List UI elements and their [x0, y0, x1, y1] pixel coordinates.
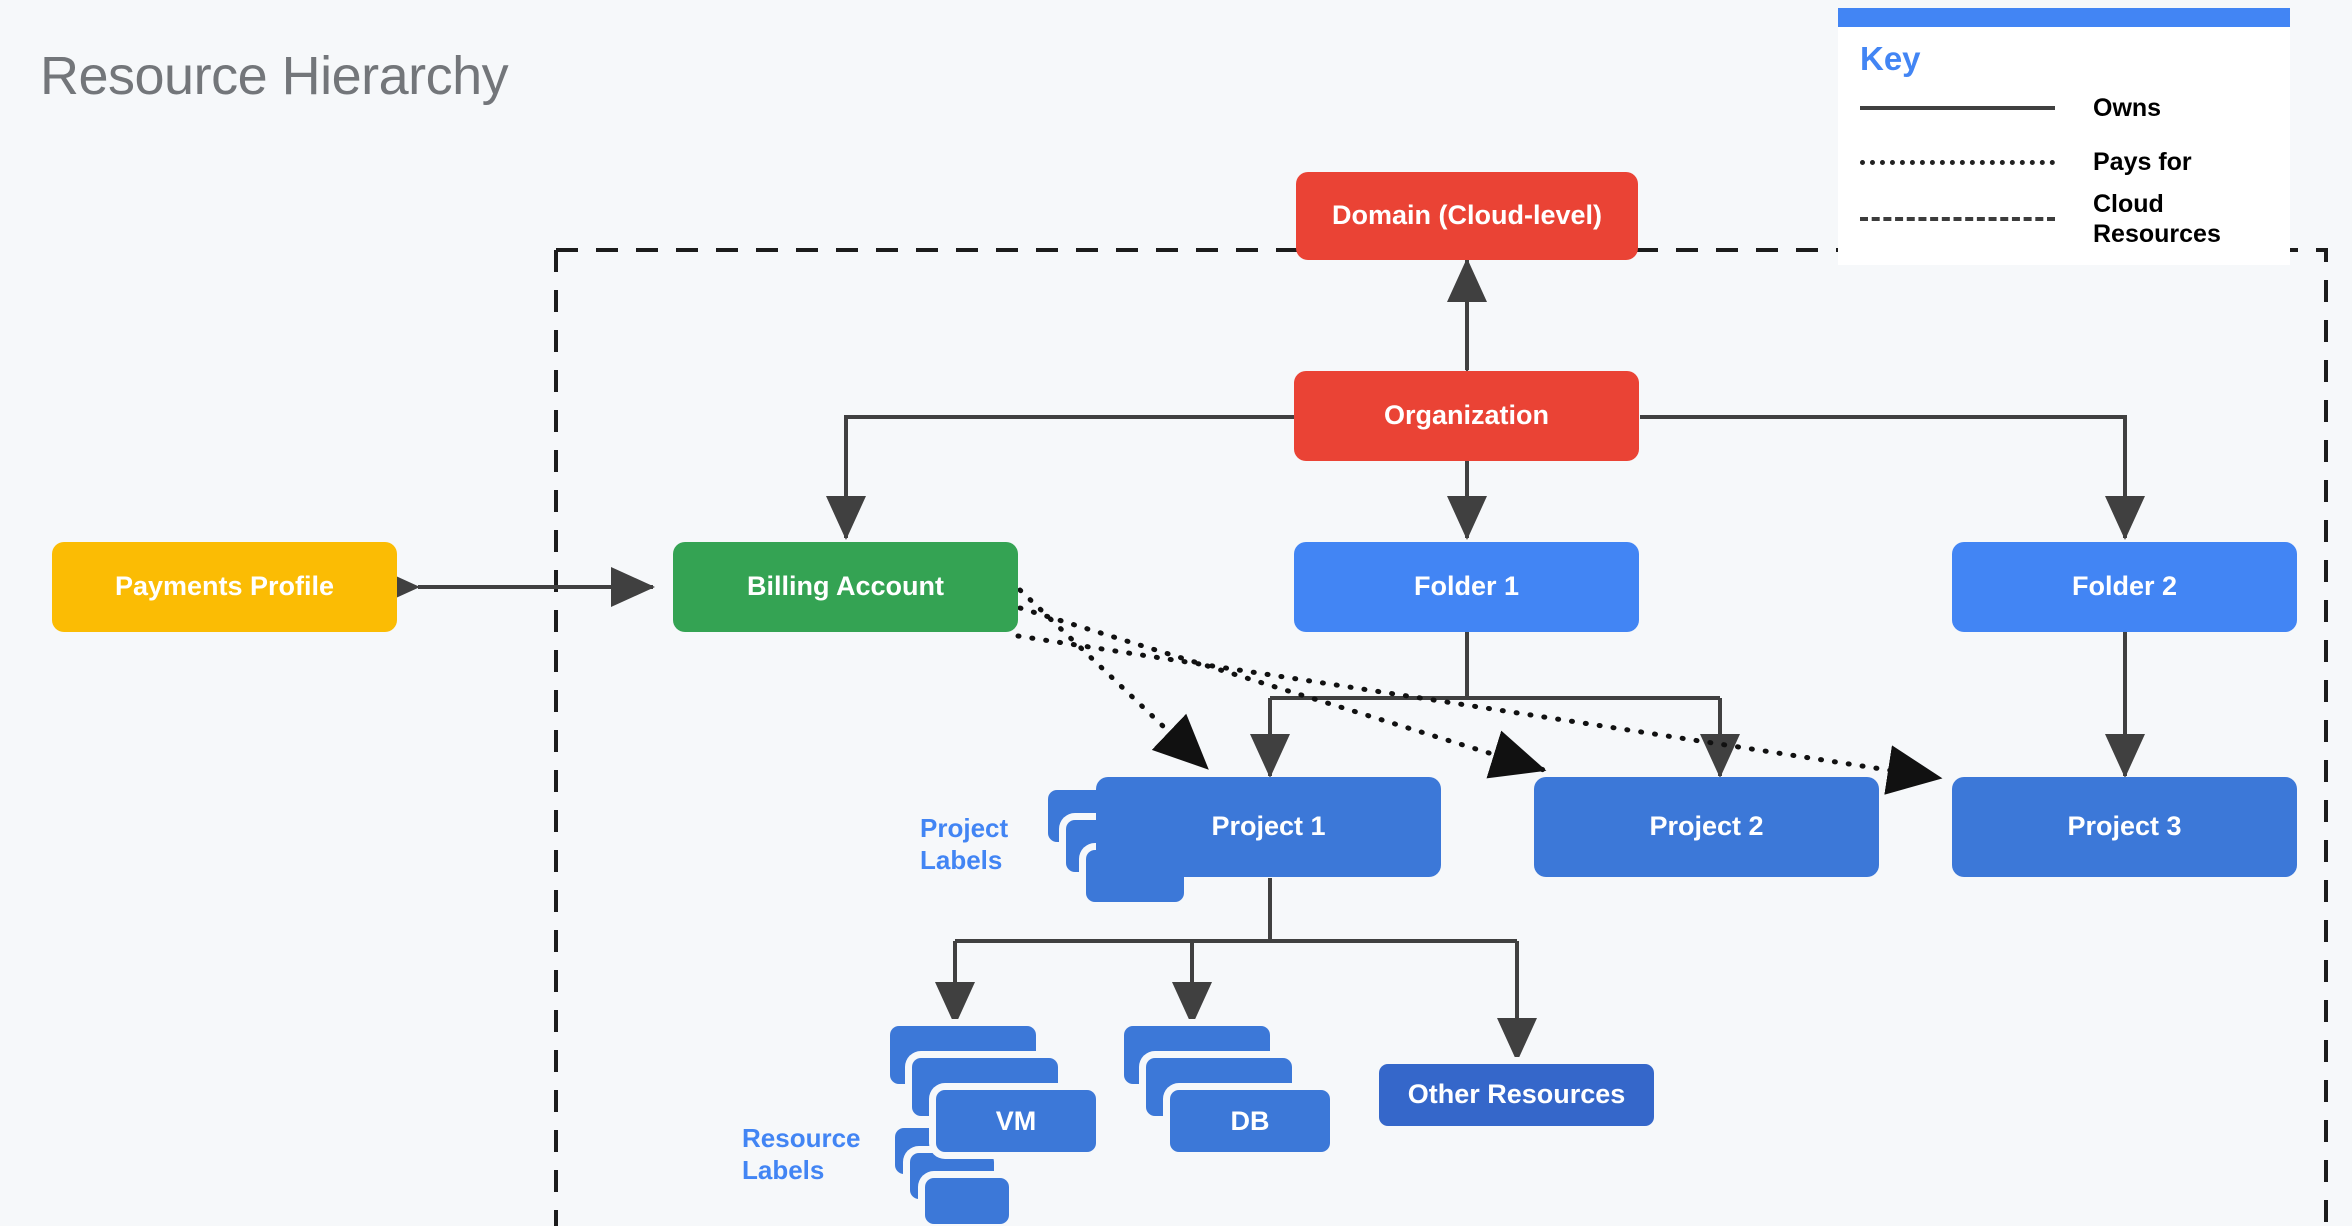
- legend-body: Key Owns Pays for Cloud Resources: [1838, 27, 2290, 265]
- edge-project1-bus: [955, 878, 1517, 943]
- edge-folder1-bus: [1270, 630, 1720, 700]
- edge-org-folder2: [1640, 415, 2145, 540]
- legend-accent-bar: [1838, 8, 2290, 27]
- edge-billing-project2: [1017, 605, 1547, 779]
- node-folder-2-label: Folder 2: [2071, 571, 2178, 602]
- node-project-2-label: Project 2: [1649, 811, 1764, 842]
- legend-label-pays-for: Pays for: [2093, 148, 2192, 177]
- node-project-2[interactable]: Project 2: [1534, 777, 1879, 877]
- caption-project-labels-line2: Labels: [920, 845, 1003, 876]
- legend-row-pays-for: Pays for: [1838, 135, 2290, 189]
- caption-resource-labels-line2: Labels: [742, 1155, 825, 1186]
- node-folder-1-label: Folder 1: [1413, 571, 1520, 602]
- node-folder-1[interactable]: Folder 1: [1294, 542, 1639, 632]
- node-project-3[interactable]: Project 3: [1952, 777, 2297, 877]
- node-db-label: DB: [1230, 1105, 1270, 1136]
- edge-billing-project1: [1017, 587, 1210, 771]
- node-other-resources-label: Other Resources: [1407, 1079, 1626, 1110]
- node-billing-account-label: Billing Account: [747, 571, 944, 602]
- legend-line-dashed-icon: [1860, 217, 2055, 222]
- node-payments-profile[interactable]: Payments Profile: [52, 542, 397, 632]
- caption-project-labels-line1: Project: [920, 813, 1009, 843]
- node-folder-2[interactable]: Folder 2: [1952, 542, 2297, 632]
- legend-label-owns: Owns: [2093, 94, 2162, 123]
- node-project-1[interactable]: Project 1: [1096, 777, 1441, 877]
- legend-row-owns: Owns: [1838, 81, 2290, 135]
- node-domain-label: Domain (Cloud-level): [1331, 200, 1602, 231]
- legend-title: Key: [1860, 40, 1921, 77]
- node-project-1-label: Project 1: [1211, 811, 1326, 842]
- node-vm-label: VM: [995, 1105, 1037, 1136]
- node-other-resources[interactable]: Other Resources: [1379, 1064, 1654, 1126]
- caption-resource-labels: Resource Labels: [742, 1122, 922, 1186]
- node-organization[interactable]: Organization: [1294, 371, 1639, 461]
- legend-line-dotted-icon: [1860, 159, 2055, 165]
- legend-label-cloud-resources: Cloud Resources: [2093, 190, 2221, 249]
- legend-line-solid-icon: [1860, 106, 2055, 111]
- caption-project-labels: Project Labels: [920, 812, 1090, 876]
- caption-resource-labels-line1: Resource: [742, 1123, 861, 1153]
- legend-row-cloud-resources: Cloud Resources: [1838, 189, 2290, 249]
- page-title: Resource Hierarchy: [40, 46, 509, 106]
- edge-billing-project3: [1015, 633, 1943, 795]
- node-project-3-label: Project 3: [2067, 811, 2182, 842]
- edge-org-billing: [826, 415, 1295, 540]
- node-domain[interactable]: Domain (Cloud-level): [1296, 172, 1638, 260]
- vm-card-front[interactable]: VM: [936, 1090, 1096, 1152]
- resource-label-tag-3[interactable]: [925, 1178, 1009, 1224]
- db-card-front[interactable]: DB: [1170, 1090, 1330, 1152]
- node-billing-account[interactable]: Billing Account: [673, 542, 1018, 632]
- node-organization-label: Organization: [1383, 400, 1549, 431]
- node-payments-profile-label: Payments Profile: [114, 571, 335, 602]
- legend-panel: Key Owns Pays for Cloud Resources: [1838, 8, 2290, 266]
